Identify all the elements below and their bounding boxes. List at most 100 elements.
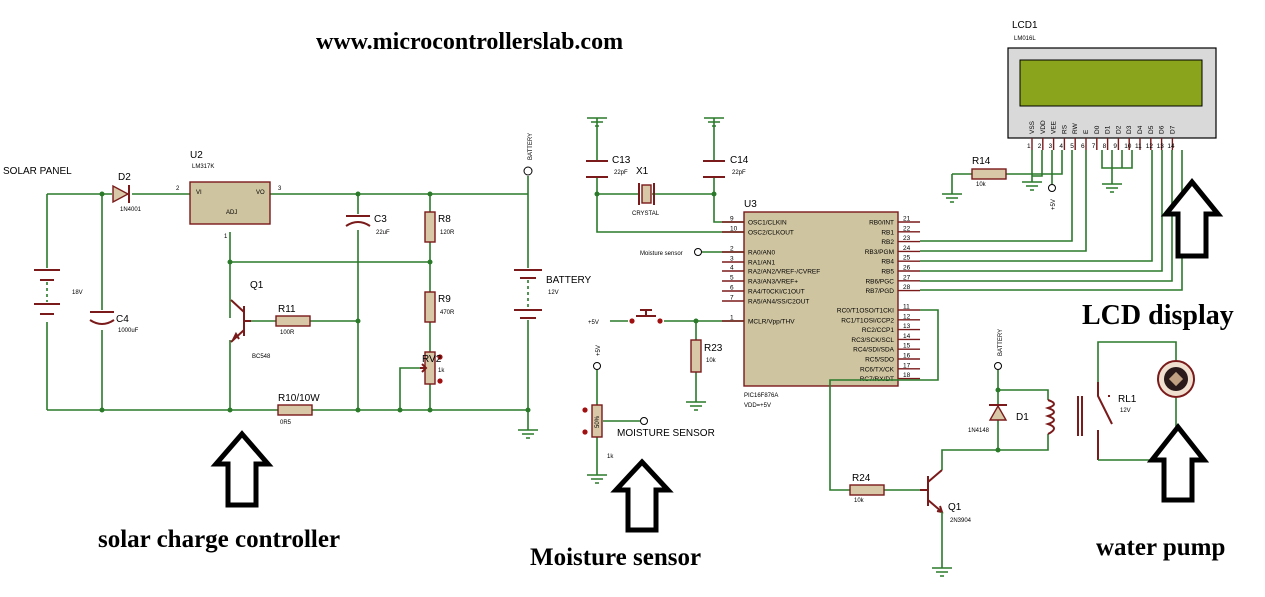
svg-text:12V: 12V [548, 290, 559, 296]
svg-text:1N4148: 1N4148 [968, 428, 990, 434]
u3-right-pin-number: 11 [903, 304, 910, 311]
svg-text:LM317K: LM317K [192, 164, 214, 170]
u3-right-pin-name: RC4/SDI/SDA [853, 347, 894, 354]
crystal-x1: X1 CRYSTAL [632, 166, 660, 217]
svg-text:C4: C4 [116, 314, 129, 325]
resistor-r14: R14 10k [971, 156, 1007, 188]
solar-panel-value: 18V [72, 290, 83, 296]
lcd-pin-name: VSS [1029, 120, 1036, 134]
lcd-pin-number: 5 [1070, 143, 1074, 150]
lcd-pin-number: 4 [1059, 143, 1063, 150]
u3-right-pin-number: 25 [903, 255, 911, 262]
lcd-pin-number: 1 [1027, 143, 1031, 150]
potentiometer-rv2: RV2 1k [420, 351, 445, 385]
microcontroller-u3: U3 PIC16F876A VDD=+5V 9OSC1/CLKIN10OSC2/… [722, 199, 920, 409]
svg-text:1N4001: 1N4001 [120, 207, 142, 213]
u3-right-pin-number: 16 [903, 353, 911, 360]
u3-left-pin-number: 3 [730, 256, 734, 263]
svg-text:10k: 10k [976, 182, 987, 188]
u3-right-pin-name: RB1 [881, 229, 894, 236]
lcd-pin-number: 7 [1092, 143, 1096, 150]
svg-text:12V: 12V [1120, 408, 1131, 414]
svg-text:RL1: RL1 [1118, 394, 1137, 405]
svg-text:R10/10W: R10/10W [278, 393, 320, 404]
moisture-sensor-input: Moisture sensor [640, 248, 744, 257]
svg-text:VO: VO [256, 190, 265, 196]
svg-text:C3: C3 [374, 214, 387, 225]
lcd-pin-number: 6 [1081, 143, 1085, 150]
website-title: www.microcontrollerslab.com [316, 29, 623, 55]
u3-right-pin-name: RC6/TX/CK [860, 366, 895, 373]
svg-text:R14: R14 [972, 156, 991, 167]
u3-right-pin-number: 14 [903, 333, 911, 340]
pump-arrow-icon [1146, 422, 1210, 503]
caption-moisture: Moisture sensor [530, 544, 701, 571]
microcontroller-section: C13 22pF C14 22pF X1 CRYSTAL Moisture se… [582, 117, 1183, 491]
u3-right-pin-number: 21 [903, 216, 911, 223]
lcd-screen [1019, 59, 1203, 107]
lcd-pin-name: D7 [1169, 125, 1176, 134]
water-pump-motor [1157, 360, 1195, 398]
svg-text:R23: R23 [704, 343, 723, 354]
u3-left-pin-number: 1 [730, 315, 734, 322]
capacitor-c4: C4 1000uF [89, 311, 139, 334]
resistor-r10: R10/10W 0R5 [277, 393, 320, 426]
svg-text:120R: 120R [440, 230, 455, 236]
u3-right-pin-number: 18 [903, 372, 911, 379]
u3-left-pin-number: 5 [730, 275, 734, 282]
svg-text:+5V: +5V [596, 345, 602, 356]
svg-text:R11: R11 [278, 304, 296, 315]
u3-right-pin-number: 28 [903, 284, 911, 291]
u3-right-pin-name: RB6/PGC [865, 278, 894, 285]
lcd-pin-number: 2 [1038, 143, 1042, 150]
lcd-pin-name: RW [1072, 122, 1079, 134]
lcd-pin-name: D1 [1105, 125, 1112, 134]
capacitor-c3: C3 22uF [345, 214, 390, 236]
u3-right-pin-name: RB2 [881, 239, 894, 246]
u3-left-pin-name: OSC1/CLKIN [748, 220, 787, 227]
u3-right-pin-number: 13 [903, 323, 911, 330]
diode-d2: D2 1N4001 [112, 172, 142, 213]
u3-left-pin-name: RA4/T0CKI/C1OUT [748, 289, 805, 296]
svg-text:22uF: 22uF [376, 230, 390, 236]
svg-text:22pF: 22pF [732, 170, 746, 176]
lcd-arrow-icon [1160, 178, 1224, 259]
u3-right-pin-name: RB7/PGD [865, 288, 894, 295]
u3-left-pin-number: 10 [730, 226, 738, 233]
resistor-r8: R8 120R [424, 211, 455, 243]
solar-charge-controller-section: SOLAR PANEL 18V D2 1N4001 U2 LM317K VI V… [3, 133, 592, 439]
svg-text:R8: R8 [438, 214, 451, 225]
svg-text:VDD=+5V: VDD=+5V [744, 403, 771, 409]
svg-text:C13: C13 [612, 155, 631, 166]
capacitor-c14: C14 22pF [703, 155, 749, 178]
svg-text:+5V: +5V [1051, 199, 1057, 210]
transistor-q1-bc548: Q1 BC548 [230, 280, 271, 360]
lcd-pin-number: 12 [1146, 143, 1154, 150]
lcd-pin-name: D2 [1115, 125, 1122, 134]
u3-left-pins: 9OSC1/CLKIN10OSC2/CLKOUT2RA0/AN03RA1/AN1… [722, 216, 820, 326]
lcd-pin-number: 14 [1167, 143, 1175, 150]
svg-text:1: 1 [224, 234, 228, 240]
lcd-pin-name: E [1083, 129, 1090, 134]
svg-text:ADJ: ADJ [226, 210, 237, 216]
u3-right-pin-name: RC5/SDO [865, 357, 894, 364]
svg-text:C14: C14 [730, 155, 749, 166]
capacitor-c13: C13 22pF [586, 155, 631, 178]
diode-d1: D1 1N4148 [968, 404, 1029, 434]
svg-text:VI: VI [196, 190, 202, 196]
lcd-pin-number: 11 [1135, 143, 1142, 150]
svg-text:U2: U2 [190, 150, 203, 161]
u3-left-pin-name: RA3/AN3/VREF+ [748, 279, 798, 286]
u3-right-pin-name: RB4 [881, 259, 894, 266]
svg-text:LM016L: LM016L [1014, 36, 1036, 42]
u3-right-pin-name: RB3/PGM [865, 249, 894, 256]
caption-lcd: LCD display [1082, 300, 1234, 331]
reset-button: +5V [588, 309, 744, 411]
u3-right-pin-name: RC0/T1OSO/T1CKI [837, 308, 894, 315]
u3-right-pin-number: 15 [903, 343, 911, 350]
svg-text:22pF: 22pF [614, 170, 628, 176]
svg-text:10k: 10k [854, 498, 865, 504]
u3-right-pin-number: 22 [903, 225, 911, 232]
moisture-arrow-icon [610, 458, 674, 533]
